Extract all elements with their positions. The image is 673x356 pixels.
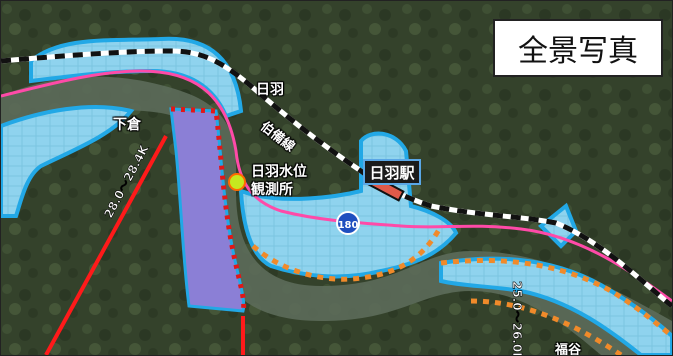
flood-area-right: [439, 256, 672, 355]
section-label-right: 25.0～26.0K: [510, 281, 524, 355]
label-shimokura: 下倉: [113, 117, 141, 133]
panorama-title: 全景写真: [493, 19, 663, 77]
red-dotted-levee: [170, 106, 247, 312]
label-bottom-partial: 福谷: [555, 343, 582, 356]
water-gauge-marker: [228, 173, 246, 191]
orange-planned-levee: [251, 224, 444, 282]
route-180-number: 180: [338, 220, 359, 231]
orange-planned-levee-lower: [470, 298, 623, 355]
section-line-left: [44, 135, 168, 355]
label-hinoue: 日羽: [256, 82, 284, 98]
label-water-gauge-line2: 観測所: [251, 182, 293, 198]
orange-planned-levee-right: [440, 257, 672, 338]
flood-area-left: [1, 105, 135, 218]
pink-levee-line: [1, 69, 672, 303]
label-water-gauge-line1: 日羽水位: [251, 164, 307, 180]
hakubi-railway-dash: [1, 48, 672, 308]
route-180-shield: [336, 211, 360, 235]
label-water-gauge: 日羽水位 観測所: [251, 163, 307, 199]
label-hinoue-station: 日羽駅: [363, 159, 421, 185]
